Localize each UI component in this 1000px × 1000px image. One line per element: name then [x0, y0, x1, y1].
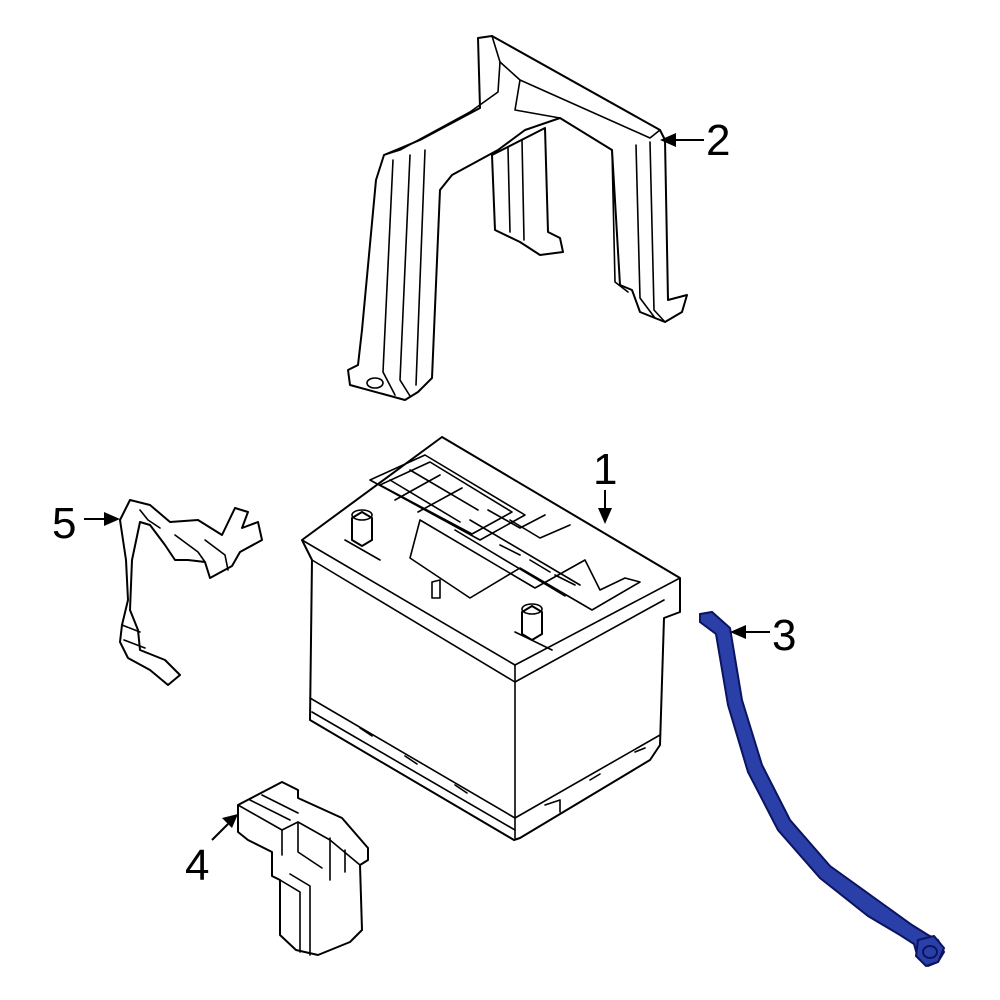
callout-arrow-5: [84, 512, 120, 526]
callout-label-4: 4: [185, 841, 209, 890]
callout-arrow-2: [660, 133, 704, 147]
part-5-battery-cable[interactable]: [119, 499, 263, 686]
callout-label-2: 2: [706, 116, 730, 165]
callout-arrow-1: [598, 490, 612, 524]
part-2-battery-bracket[interactable]: [347, 35, 688, 401]
part-3-ground-strap[interactable]: [699, 610, 946, 968]
callout-arrow-4: [211, 814, 238, 841]
callout-label-3: 3: [772, 611, 796, 660]
callout-arrow-3: [730, 625, 770, 639]
callout-label-1: 1: [593, 445, 617, 494]
callout-label-5: 5: [52, 499, 76, 548]
part-4-connector-block[interactable]: [237, 781, 369, 956]
part-1-battery[interactable]: [301, 436, 681, 841]
